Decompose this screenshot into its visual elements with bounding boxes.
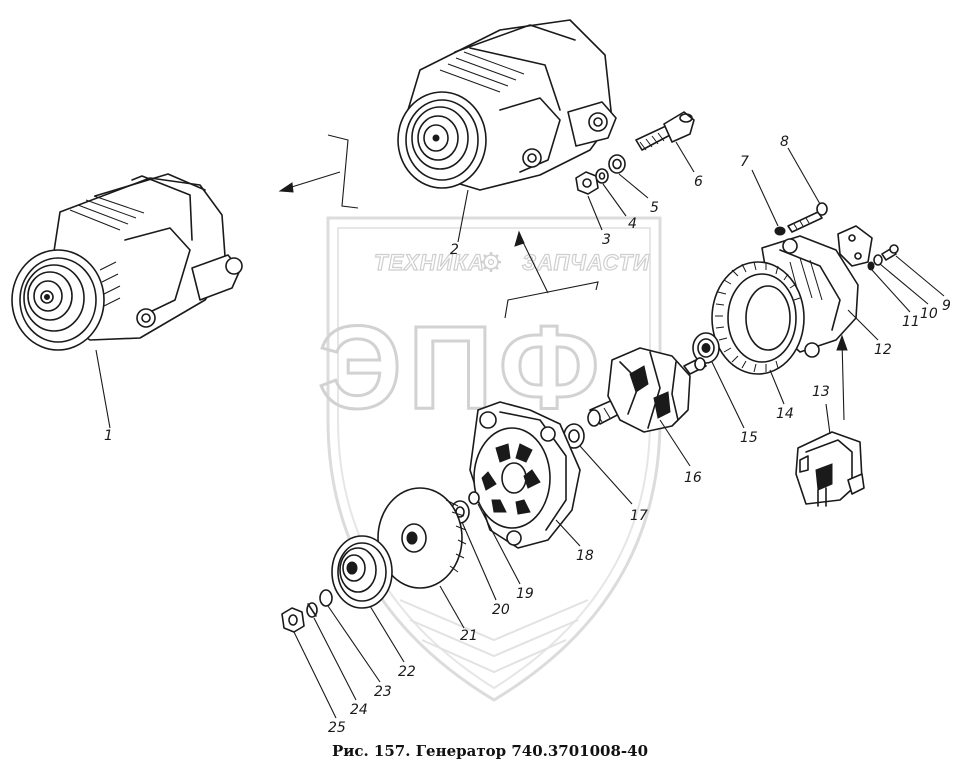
callout-15: 15 [740,430,758,446]
callout-14: 14 [776,406,794,422]
watermark-stripes [399,599,589,674]
callout-4: 4 [628,216,637,232]
part-7-washer [774,226,786,236]
callout-12: 12 [874,342,892,358]
part-5-washer [608,154,626,174]
callout-labels: 1 2 3 4 5 6 7 8 9 10 11 12 13 14 15 16 1… [104,134,951,736]
callout-11: 11 [902,314,920,330]
part-8-screw [787,202,828,233]
part-4-washer [595,168,609,184]
callout-25: 25 [328,720,346,736]
callout-19: 19 [516,586,534,602]
callout-22: 22 [398,664,416,680]
part-14-stator [711,261,805,375]
part-23-washer [319,589,333,607]
part-3-nut [575,171,599,195]
part-1-generator-assembly [11,173,243,351]
part-13-voltage-regulator [795,431,865,507]
part-10-washer [873,254,883,266]
callout-17: 17 [630,508,648,524]
part-18-front-housing [469,401,581,549]
part-6-stud-bolt [635,111,695,151]
callout-2: 2 [450,242,459,258]
watermark-shield [326,216,662,702]
part-19-washer [468,491,480,505]
callout-10: 10 [920,306,938,322]
callout-3: 3 [602,232,611,248]
part-15-bearing [692,332,720,364]
part-25-nut [281,607,305,633]
callout-9: 9 [942,298,951,314]
part-21-fan [377,487,467,589]
part-24-spring-washer [306,602,318,618]
callout-18: 18 [576,548,594,564]
cover-plate [837,225,873,267]
callout-8: 8 [780,134,789,150]
callout-7: 7 [740,154,749,170]
part-11-washer [867,261,875,271]
callout-24: 24 [350,702,368,718]
callout-23: 23 [374,684,392,700]
callout-5: 5 [650,200,659,216]
part-2-generator-assembly [397,19,617,191]
watermark-line1: ТЕХНИКА [374,250,485,275]
callout-13: 13 [812,384,830,400]
part-22-pulley [331,535,393,609]
callout-1: 1 [104,428,113,444]
watermark-line2: ЗАПЧАСТИ [522,250,650,275]
gear-icon [481,252,501,272]
watermark: ТЕХНИКА ЗАПЧАСТИ ЭПФ [317,216,662,702]
figure-caption: Рис. 157. Генератор 740.3701008-40 [331,742,649,760]
callout-20: 20 [492,602,510,618]
part-16-rotor [587,347,707,433]
leader-lines [95,141,945,719]
callout-21: 21 [460,628,478,644]
callout-6: 6 [694,174,703,190]
watermark-logo: ЭПФ [318,302,605,434]
callout-16: 16 [684,470,702,486]
part-9-screw [881,244,899,261]
direction-arrows [278,134,848,421]
